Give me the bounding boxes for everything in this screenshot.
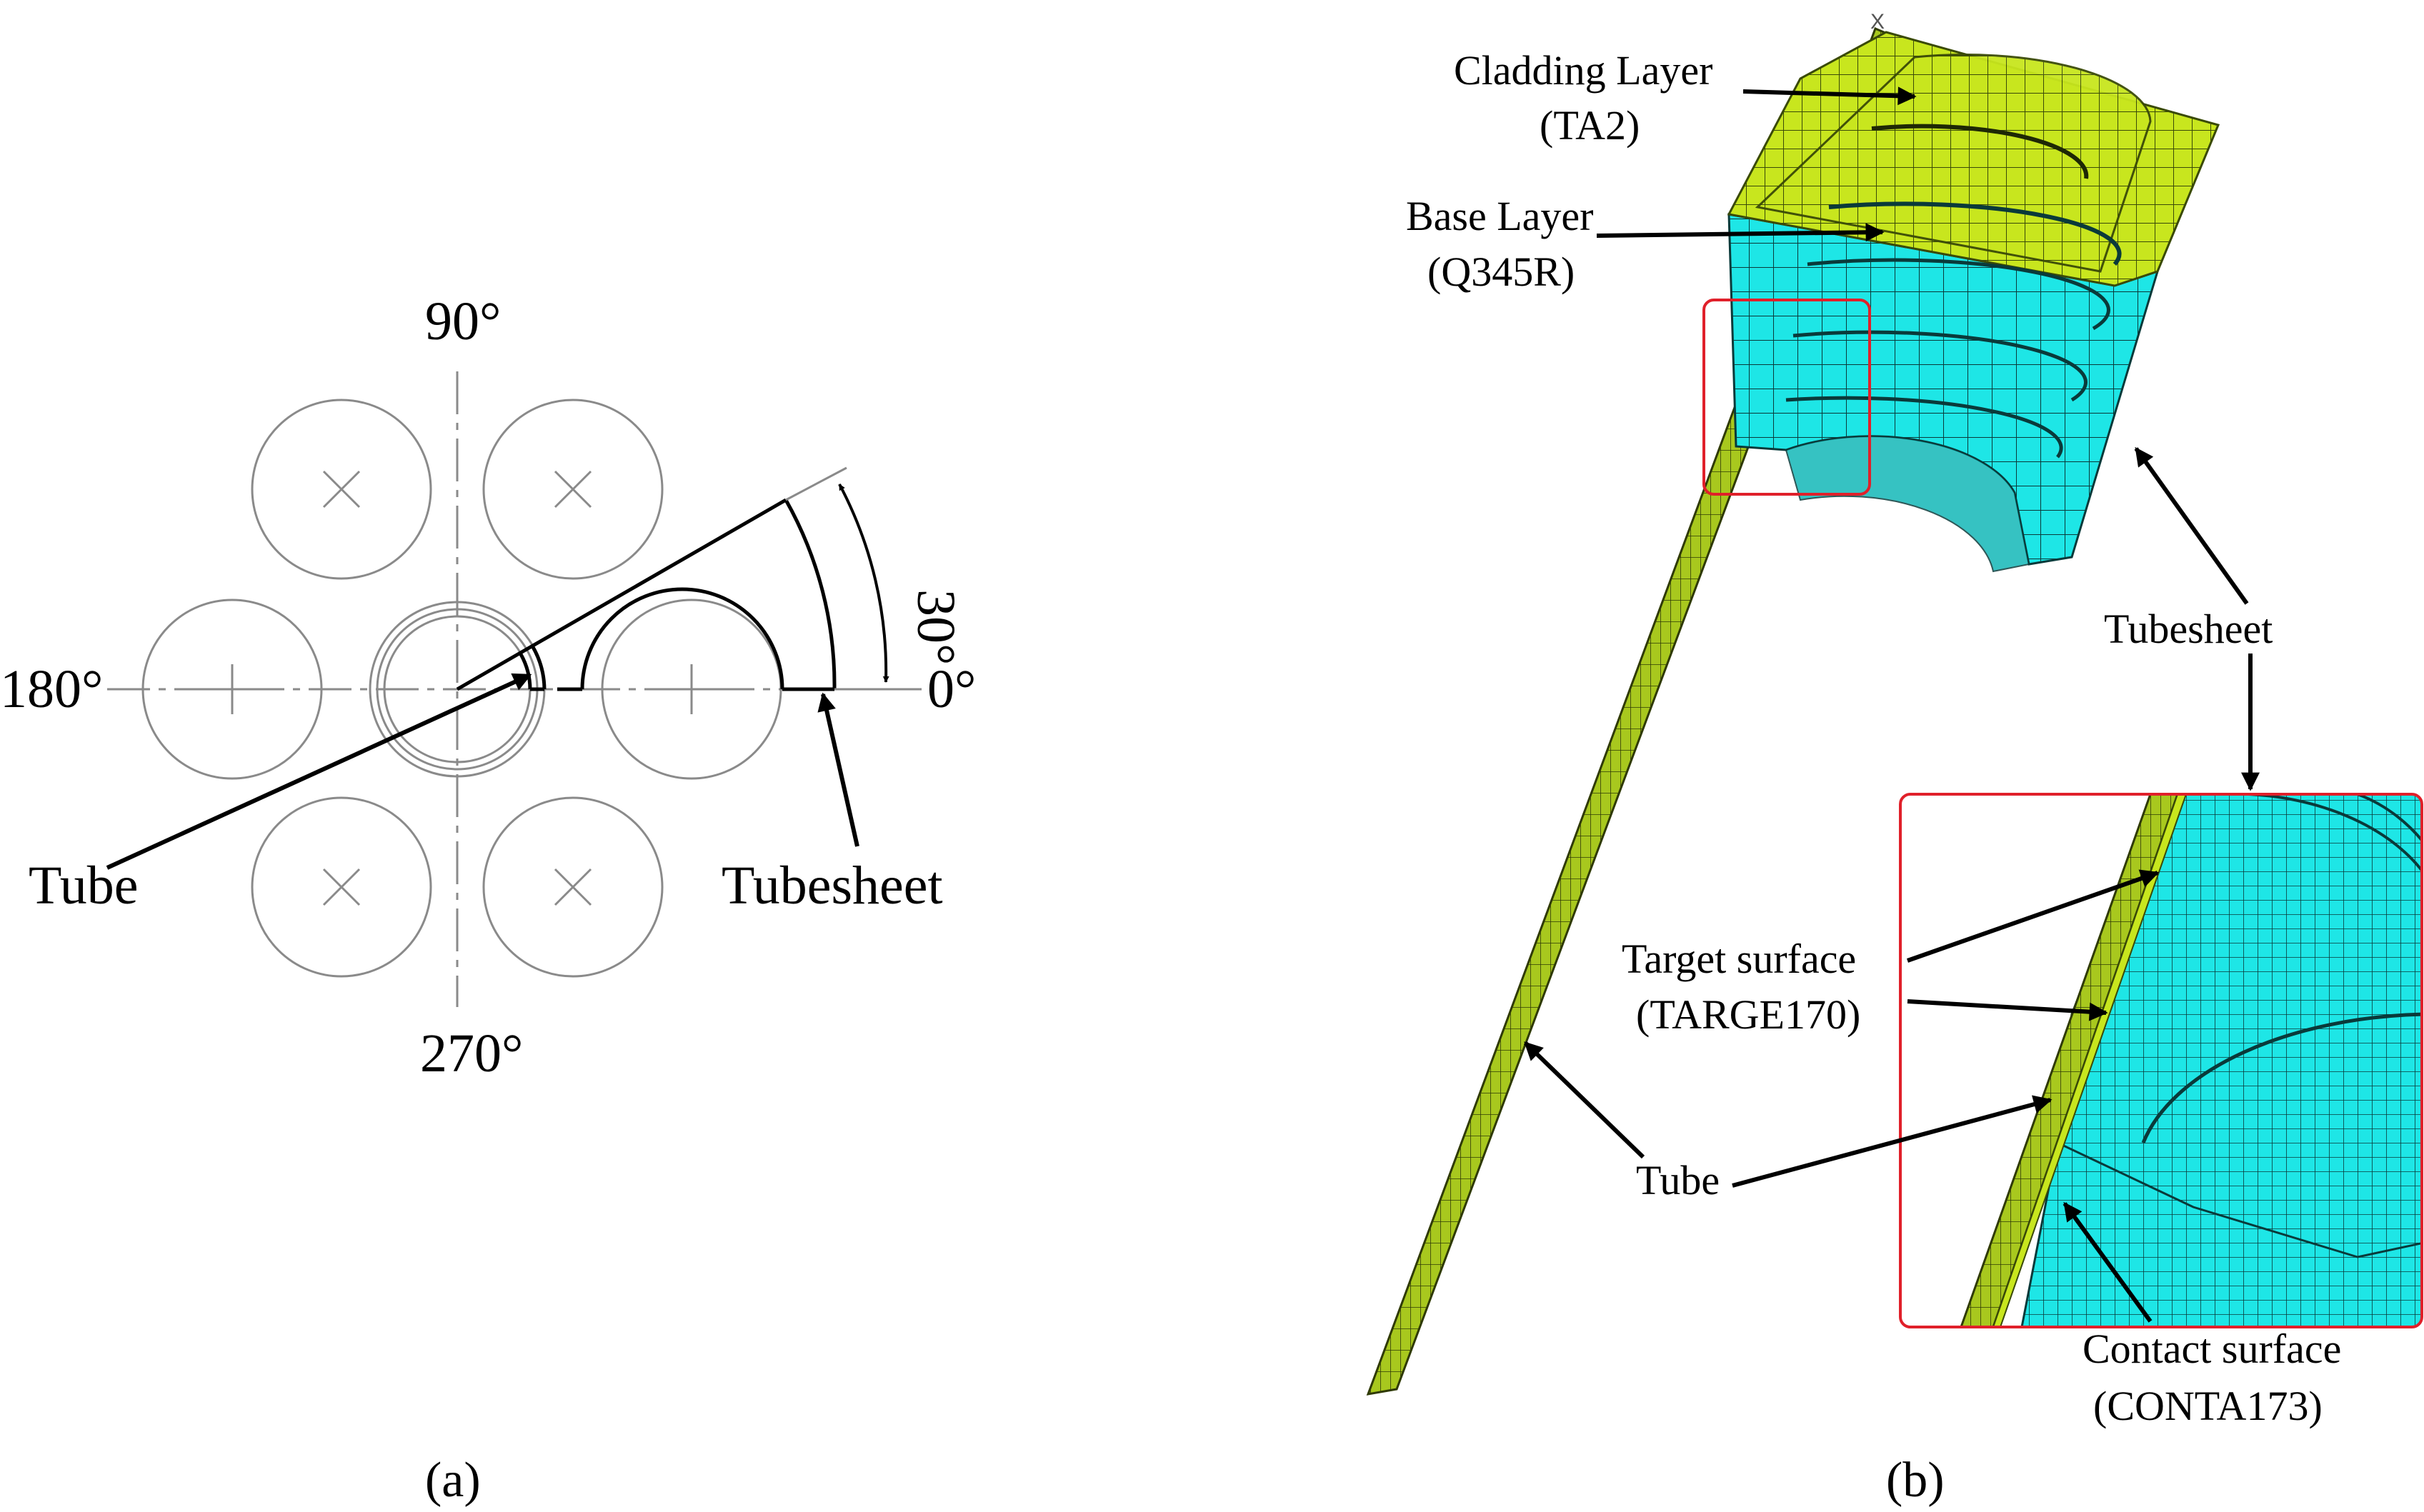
hole-upper-right [482, 399, 664, 580]
contact-label-line1: Contact surface [2083, 1326, 2341, 1372]
leaders-a [106, 673, 859, 870]
tube-label-a: Tube [29, 856, 138, 916]
leaders-b [1523, 86, 2260, 1323]
base-label-line2: (Q345R) [1427, 249, 1575, 295]
hole-lower-left [251, 796, 432, 978]
cladding-label-line2: (TA2) [1540, 102, 1640, 149]
tubesheet-label-b: Tubesheet [2104, 606, 2273, 652]
base-label-line1: Base Layer [1406, 193, 1593, 239]
cladding-label-line1: Cladding Layer [1454, 47, 1712, 94]
caption-b: (b) [1886, 1453, 1945, 1508]
caption-a: (a) [425, 1453, 481, 1508]
panel-b: X Claddin [1366, 10, 2423, 1508]
angle-270-label: 270° [420, 1023, 523, 1083]
zoom-inset-frame [1899, 793, 2423, 1328]
contact-label-line2: (CONTA173) [2093, 1383, 2323, 1429]
angle-90-label: 90° [425, 291, 501, 351]
target-label-line1: Target surface [1622, 936, 1856, 982]
angle-dimension [785, 466, 922, 691]
sector-model [456, 498, 837, 691]
tubesheet-label-a: Tubesheet [722, 856, 943, 916]
zoom-inset [1900, 794, 2422, 1327]
hole-upper-left [251, 399, 432, 580]
panel-a: 90° 180° 0° 270° 30° Tube Tubesheet (a) [0, 291, 976, 1508]
axis-marker: X [1870, 10, 1885, 34]
tube-label-b: Tube [1636, 1157, 1720, 1203]
angle-30-label: 30° [906, 589, 966, 665]
hole-lower-right [482, 796, 664, 978]
hole-left [141, 599, 323, 780]
detail-region-box [1702, 299, 1871, 496]
angle-180-label: 180° [0, 659, 103, 719]
angle-0-label: 0° [927, 659, 976, 719]
target-label-line2: (TARGE170) [1636, 991, 1860, 1038]
